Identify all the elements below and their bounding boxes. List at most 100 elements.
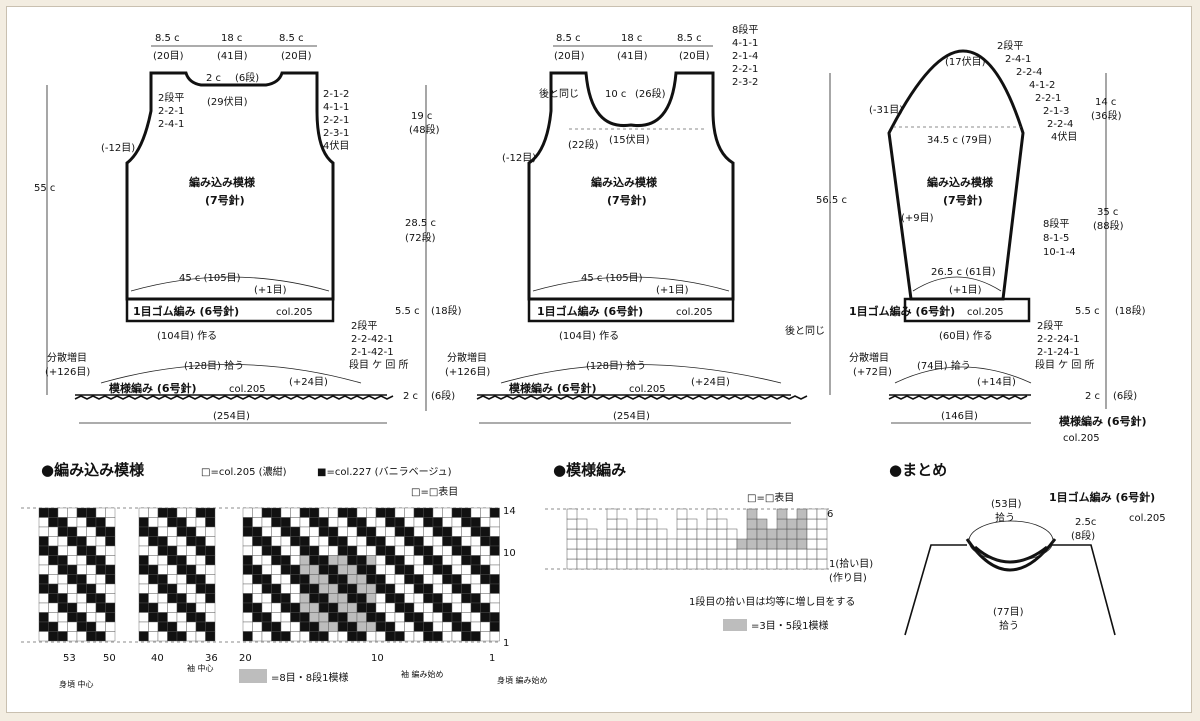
colorwork-cell [280,621,291,632]
lace-cell [766,538,778,550]
lace-row-1a: 1(拾い目) [829,557,873,570]
lace-cell [706,508,718,520]
colorwork-cell [385,564,396,575]
colorwork-cell [271,574,282,585]
colorwork-cell [76,631,87,642]
lace-cell [606,548,618,560]
colorwork-cell [57,631,68,642]
lace-cell [746,508,758,520]
colorwork-cell [167,526,178,537]
lace-section: ●模様編み □=□表目 6 1(拾い目) (作り目) 1段目の拾い目は均等に増し… [545,461,873,632]
colorwork-cell [366,583,377,594]
back-top-count-1: (20目) [554,51,585,62]
colorwork-cell [442,583,453,594]
colorwork-cell [195,555,206,566]
colorwork-cell [451,574,462,585]
colorwork-cell [404,583,415,594]
colorwork-cell [366,555,377,566]
colorwork-cell [470,507,481,518]
front-side-dec: (-12目) [101,143,135,154]
sleeve-lace-label: 模様編み (6号針) [1059,414,1147,428]
colorwork-cell [404,555,415,566]
colorwork-cell [309,555,320,566]
lace-cell [816,558,828,570]
colorwork-cell [480,593,491,604]
colorwork-cell [470,526,481,537]
colorwork-cell [67,536,78,547]
colorwork-cell [413,593,424,604]
finish-neckband-inner [974,545,1048,564]
colorwork-cell [76,536,87,547]
colorwork-cell [337,555,348,566]
colorwork-cell [394,555,405,566]
lace-cell [806,518,818,530]
colorwork-cell [337,574,348,585]
colorwork-cell [280,545,291,556]
colorwork-cell [280,526,291,537]
colorwork-cell [366,564,377,575]
lace-cell [756,528,768,540]
sleeve-inc-0: 8段平 [1043,217,1069,230]
colorwork-cell [48,574,59,585]
colorwork-cell [38,507,49,518]
colorwork-cell [309,574,320,585]
lace-cell [566,558,578,570]
front-top-count-3: (20目) [281,51,312,62]
colorwork-cell [356,631,367,642]
colorwork-cell [148,612,159,623]
colorwork-cell [157,621,168,632]
colorwork-cell [442,555,453,566]
colorwork-cell [375,574,386,585]
colorwork-cell [242,631,253,642]
back-lace-edge [476,394,808,400]
colorwork-cell [195,612,206,623]
sleeve-len: 35 c [1097,207,1118,218]
colorwork-cell [299,545,310,556]
colorwork-cell [318,593,329,604]
back-neck-dec-0: 8段平 [732,23,758,36]
back-rib-color: col.205 [676,307,713,318]
lace-cell [666,538,678,550]
lace-cell [646,518,658,530]
lace-row-1b: (作り目) [829,572,867,584]
lace-cell [606,558,618,570]
colorwork-cell [67,507,78,518]
colorwork-cell [423,545,434,556]
front-pattern-name: 編み込み模様 [189,175,256,189]
colorwork-cell [38,602,49,613]
colorwork-cell [186,555,197,566]
colorwork-cell [404,536,415,547]
colorwork-cell [105,507,116,518]
lace-cell [616,528,628,540]
colorwork-cell [432,574,443,585]
colorwork-cell [470,574,481,585]
colorwork-cell [432,621,443,632]
colorwork-cell [67,583,78,594]
back-neck-rows: (26段) [635,87,666,100]
front-cast-on: (104目) 作る [157,330,217,342]
back-same-2: 後と同じ [785,324,825,337]
colorwork-section: ●編み込み模様 □=col.205 (濃紺) ■=col.227 (バニラベージ… [21,461,548,689]
finish-neckband-outer [965,538,1057,572]
colorwork-cell [252,631,263,642]
lace-cell [716,518,728,530]
colorwork-cell [280,593,291,604]
colorwork-cell [328,526,339,537]
colorwork-cell [271,593,282,604]
finish-body-outline [904,544,1116,636]
colorwork-cell [38,517,49,528]
colorwork-cell [375,507,386,518]
sleeve-bind17: (17伏目) [945,55,986,68]
colorwork-cell [299,583,310,594]
colorwork-cell [413,507,424,518]
colorwork-cell [394,517,405,528]
colorwork-cell [38,526,49,537]
front-inc-0: 2段平 [351,319,377,332]
colorwork-cell [105,526,116,537]
colorwork-cell [366,621,377,632]
colorwork-cell [394,545,405,556]
colorwork-cell [489,536,500,547]
lace-cell [656,548,668,560]
colorwork-cell [299,621,310,632]
colorwork-cell [318,564,329,575]
